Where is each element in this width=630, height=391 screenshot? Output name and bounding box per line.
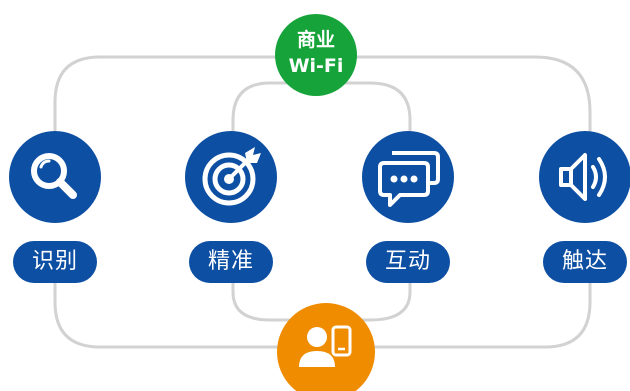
user-with-phone-icon [299, 325, 352, 367]
search-icon [31, 153, 77, 199]
hub-commercial-wifi: 商业 Wi-Fi [275, 14, 357, 96]
outer-loop-line [53, 55, 592, 349]
chat-bubbles-icon [378, 151, 440, 207]
node-reach-label: 触达 [543, 241, 627, 283]
node-reach-circle [539, 131, 630, 223]
hub-top-line1: 商业 [296, 29, 335, 51]
hub-top-line2: Wi-Fi [288, 55, 344, 77]
hub-top-label: 商业 Wi-Fi [275, 27, 357, 79]
node-interact-circle [362, 131, 454, 223]
node-identify-circle [9, 131, 101, 223]
target-icon [202, 147, 261, 206]
speaker-icon [559, 153, 607, 201]
node-identify-label: 识别 [13, 241, 97, 283]
node-precise-label: 精准 [189, 241, 273, 283]
node-interact-label: 互动 [366, 241, 450, 283]
inner-loop-line [231, 81, 412, 322]
hub-user-device [277, 303, 375, 391]
node-precise-circle [185, 131, 277, 223]
